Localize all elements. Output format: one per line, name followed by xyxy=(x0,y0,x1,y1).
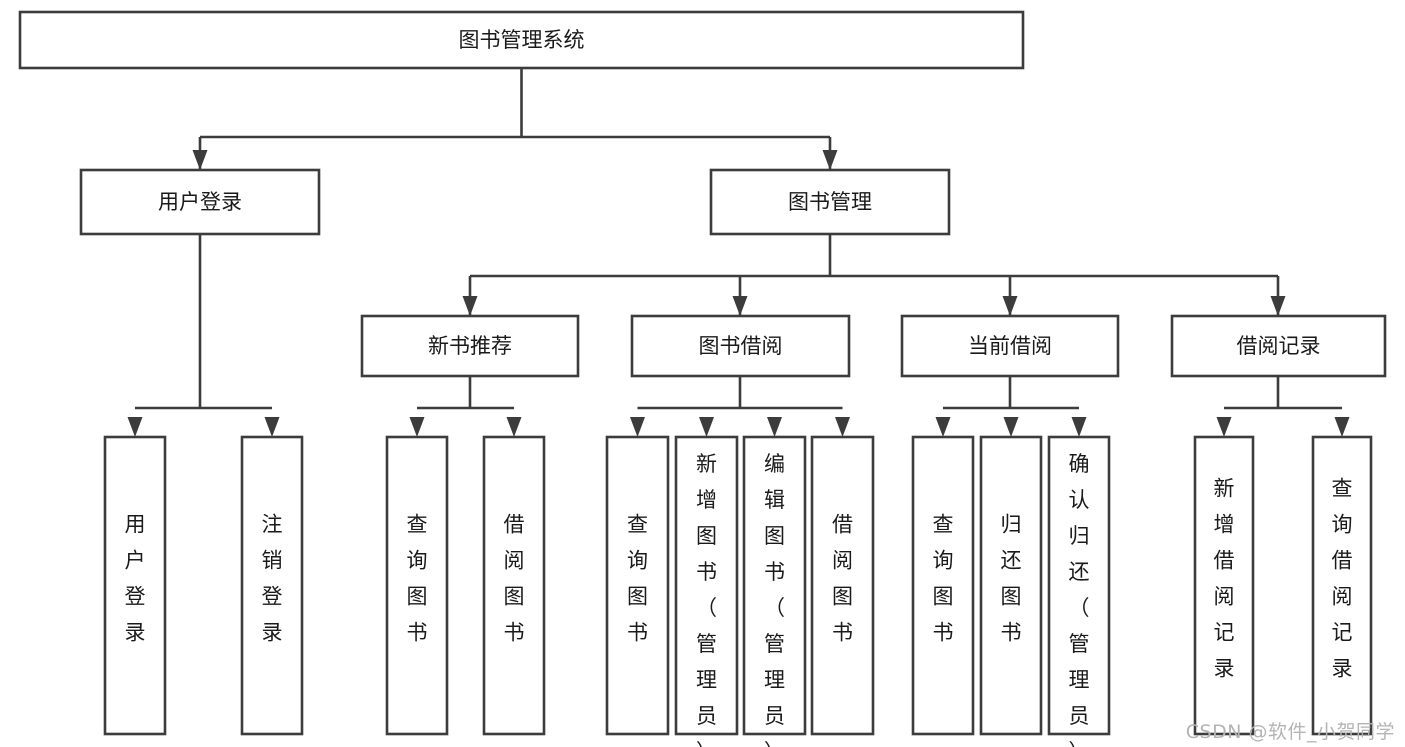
node-leaf-query-book-current[interactable]: 查询图书 xyxy=(911,435,975,736)
node-label-leaf-edit-book: 编辑图书（管理员） xyxy=(764,452,785,747)
arrow-current-borrow xyxy=(1002,296,1018,316)
node-leaf-borrow-book-recommend[interactable]: 借阅图书 xyxy=(482,435,546,736)
node-book-management[interactable]: 图书管理 xyxy=(709,168,951,236)
node-label-leaf-borrow-book-recommend: 借阅图书 xyxy=(504,513,525,645)
node-leaf-query-book-borrow[interactable]: 查询图书 xyxy=(605,435,670,736)
node-leaf-logout[interactable]: 注销登录 xyxy=(240,435,304,736)
connector-layer xyxy=(135,68,1342,410)
node-label-current-borrow: 当前借阅 xyxy=(968,334,1052,358)
node-box-leaf-logout xyxy=(240,435,304,736)
arrow-new-book-recommend xyxy=(462,296,478,316)
node-book-borrow[interactable]: 图书借阅 xyxy=(630,314,851,378)
node-box-leaf-return-book xyxy=(979,435,1043,736)
node-label-new-book-recommend: 新书推荐 xyxy=(428,334,512,358)
node-label-leaf-add-borrow-record: 新增借阅记录 xyxy=(1214,477,1235,681)
node-box-new-book-recommend xyxy=(360,314,580,378)
node-box-leaf-query-book-recommend xyxy=(385,435,449,736)
node-leaf-borrow-book[interactable]: 借阅图书 xyxy=(810,435,875,736)
node-label-leaf-confirm-return: 确认归还（管理员） xyxy=(1069,452,1090,747)
node-box-leaf-add-borrow-record xyxy=(1193,435,1255,736)
node-label-leaf-return-book: 归还图书 xyxy=(1001,513,1022,645)
arrow-book-management xyxy=(822,150,838,170)
node-label-borrow-record: 借阅记录 xyxy=(1237,334,1321,358)
node-box-leaf-query-book-borrow xyxy=(605,435,670,736)
node-box-leaf-query-borrow-record xyxy=(1311,435,1373,736)
arrow-leaf-return-book xyxy=(1003,417,1019,437)
node-current-borrow[interactable]: 当前借阅 xyxy=(900,314,1120,378)
node-label-leaf-logout: 注销登录 xyxy=(262,513,283,645)
arrow-leaf-add-book xyxy=(699,417,714,437)
node-new-book-recommend[interactable]: 新书推荐 xyxy=(360,314,580,378)
arrow-leaf-query-book-current xyxy=(935,417,951,437)
node-box-leaf-borrow-book-recommend xyxy=(482,435,546,736)
node-box-user-login xyxy=(79,168,321,236)
node-box-leaf-edit-book xyxy=(742,435,807,736)
arrow-leaf-add-borrow-record xyxy=(1216,417,1232,437)
node-leaf-confirm-return[interactable]: 确认归还（管理员） xyxy=(1047,435,1111,747)
node-box-book-borrow xyxy=(630,314,851,378)
arrow-leaf-query-book-recommend xyxy=(409,417,425,437)
node-leaf-add-borrow-record[interactable]: 新增借阅记录 xyxy=(1193,435,1255,736)
node-box-leaf-add-book xyxy=(674,435,739,736)
node-label-book-borrow: 图书借阅 xyxy=(699,334,783,358)
arrow-user-login xyxy=(192,150,208,170)
node-box-leaf-borrow-book xyxy=(810,435,875,736)
arrow-leaf-edit-book xyxy=(767,417,782,437)
arrow-leaf-borrow-book-recommend xyxy=(506,417,522,437)
node-label-leaf-query-book-borrow: 查询图书 xyxy=(627,513,648,645)
node-user-login[interactable]: 用户登录 xyxy=(79,168,321,236)
node-label-leaf-add-book: 新增图书（管理员） xyxy=(696,452,717,747)
arrow-leaf-query-borrow-record xyxy=(1334,417,1350,437)
node-box-book-management xyxy=(709,168,951,236)
node-borrow-record[interactable]: 借阅记录 xyxy=(1170,314,1387,378)
node-leaf-query-borrow-record[interactable]: 查询借阅记录 xyxy=(1311,435,1373,736)
node-label-book-management: 图书管理 xyxy=(788,190,872,214)
arrow-head-layer xyxy=(127,150,1350,437)
node-box-leaf-confirm-return xyxy=(1047,435,1111,736)
node-box-leaf-query-book-current xyxy=(911,435,975,736)
node-box-borrow-record xyxy=(1170,314,1387,378)
arrow-leaf-user-login xyxy=(127,417,143,437)
watermark: CSDN @软件_小贺同学 xyxy=(1185,721,1395,743)
node-root[interactable]: 图书管理系统 xyxy=(18,10,1025,70)
node-leaf-return-book[interactable]: 归还图书 xyxy=(979,435,1043,736)
arrow-borrow-record xyxy=(1270,296,1286,316)
node-label-root: 图书管理系统 xyxy=(459,28,585,52)
node-label-leaf-query-book-recommend: 查询图书 xyxy=(407,513,428,645)
arrow-leaf-logout xyxy=(264,417,280,437)
node-leaf-edit-book[interactable]: 编辑图书（管理员） xyxy=(742,435,807,747)
node-label-leaf-query-borrow-record: 查询借阅记录 xyxy=(1332,477,1353,681)
node-label-leaf-borrow-book: 借阅图书 xyxy=(832,513,853,645)
arrow-leaf-confirm-return xyxy=(1071,417,1087,437)
node-box-root xyxy=(18,10,1025,70)
node-label-leaf-query-book-current: 查询图书 xyxy=(933,513,954,645)
node-label-leaf-user-login: 用户登录 xyxy=(125,513,146,645)
node-box-current-borrow xyxy=(900,314,1120,378)
arrow-leaf-borrow-book xyxy=(835,417,850,437)
node-leaf-query-book-recommend[interactable]: 查询图书 xyxy=(385,435,449,736)
node-leaf-add-book[interactable]: 新增图书（管理员） xyxy=(674,435,739,747)
node-box-leaf-user-login xyxy=(103,435,167,736)
arrow-book-borrow xyxy=(732,296,748,316)
node-leaf-user-login[interactable]: 用户登录 xyxy=(103,435,167,736)
node-layer: 图书管理系统用户登录图书管理新书推荐图书借阅当前借阅借阅记录用户登录注销登录查询… xyxy=(18,10,1387,747)
node-label-user-login: 用户登录 xyxy=(158,190,242,214)
arrow-leaf-query-book-borrow xyxy=(630,417,645,437)
